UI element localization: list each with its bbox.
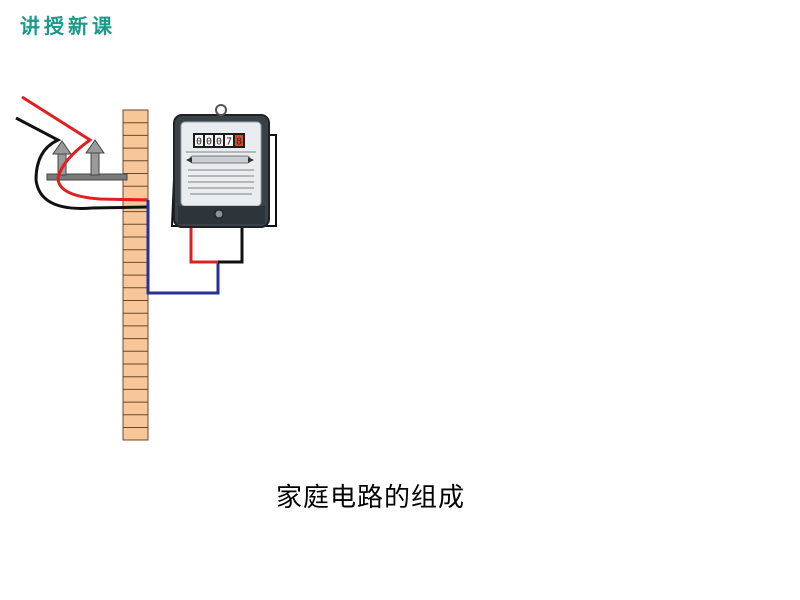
- meter-spec-marking: [186, 151, 256, 195]
- meter-live-lead: [189, 226, 218, 264]
- meter-digit-cell: [225, 135, 233, 146]
- meter-disc-window: [189, 155, 251, 164]
- brick-wall: [122, 109, 149, 441]
- meter-digit-cell: [195, 135, 203, 146]
- meter-digit: 7: [226, 137, 232, 148]
- meter-digit-cell: [215, 135, 223, 146]
- meter-digit: 0: [216, 137, 222, 148]
- service-entrance-insulators: [46, 139, 128, 181]
- incoming-neutral-wire: [15, 116, 149, 210]
- meter-digit: 8: [236, 137, 242, 148]
- meter-digit: 0: [196, 137, 202, 148]
- page-header-title: 讲授新课: [20, 14, 116, 38]
- meter-digit: 0: [206, 137, 212, 148]
- meter-neutral-lead: [218, 226, 244, 264]
- diagram-caption: 家庭电路的组成: [276, 483, 466, 513]
- insulator-arrow-right: [85, 139, 105, 176]
- ground-wire: [146, 200, 220, 295]
- meter-digit-cell: [205, 135, 213, 146]
- terminal-screw-icon: [214, 209, 224, 219]
- meter-digit-cell: [235, 135, 243, 146]
- incoming-live-wire: [21, 95, 149, 202]
